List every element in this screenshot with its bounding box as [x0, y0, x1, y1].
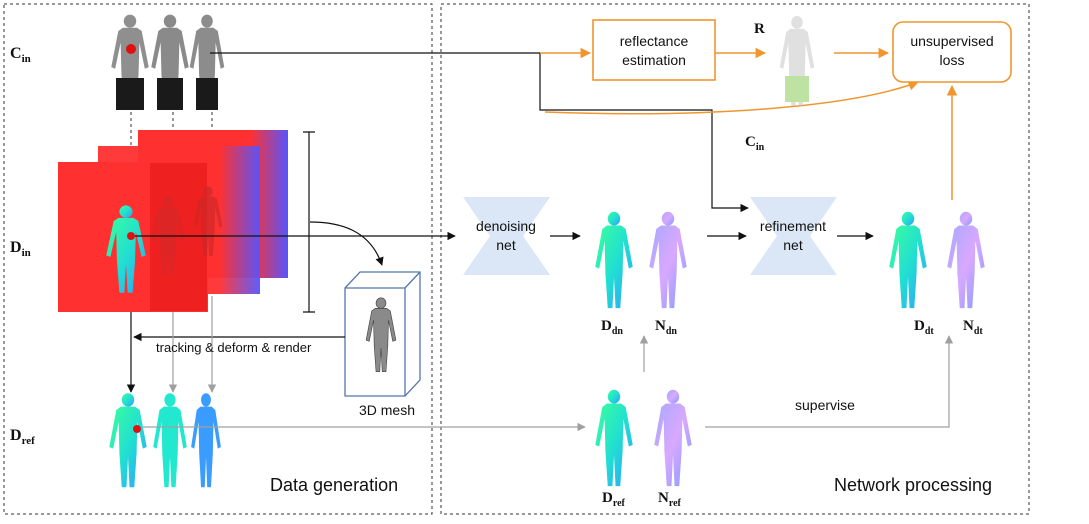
mesh-label: 3D mesh [359, 402, 415, 418]
label-d-dt: Ddt [914, 318, 934, 337]
panel-title-data-generation: Data generation [270, 475, 398, 495]
reference-output-figures [595, 389, 692, 487]
refined-output-figures [889, 211, 985, 309]
reflectance-figure [779, 15, 815, 106]
tracked-point-marker [126, 44, 136, 54]
tracking-label: tracking & deform & render [156, 340, 312, 355]
label-d-ref: Dref [10, 427, 35, 447]
input-depth-frames [58, 130, 288, 312]
panel-title-network-processing: Network processing [834, 475, 992, 495]
data-generation-panel [3, 3, 433, 515]
network-processing-panel [440, 3, 1030, 515]
mesh-cube [344, 271, 421, 397]
supervise-arrow [705, 335, 954, 428]
label-r: R [754, 21, 765, 37]
refine-label-2: net [783, 237, 803, 253]
reference-depth-figures [109, 393, 221, 488]
loss-label-1: unsupervised [910, 33, 993, 49]
reflectance-label-2: estimation [622, 52, 686, 68]
reflectance-estimation-box [592, 19, 716, 81]
denoise-label-1: denoising [476, 218, 536, 234]
label-n-dt: Ndt [963, 318, 983, 337]
denoising-net-shape [463, 197, 550, 275]
arrow-to-mesh [309, 221, 384, 266]
c-in-to-refinement-arrow [539, 53, 749, 213]
label-n-ref: Nref [658, 490, 682, 509]
label-d-dn: Ddn [601, 318, 623, 337]
label-n-dn: Ndn [655, 318, 677, 337]
label-d-in: Din [10, 239, 31, 259]
refine-label-1: refinement [760, 218, 826, 234]
unsupervised-loss-box [892, 21, 1012, 83]
input-color-photos [111, 14, 225, 110]
loss-label-2: loss [940, 52, 965, 68]
denoise-label-2: net [496, 237, 516, 253]
label-c-in: Cin [10, 45, 31, 65]
refinement-net-shape [750, 197, 837, 275]
label-d-ref-mid: Dref [602, 490, 626, 509]
label-c-in-mid: Cin [745, 134, 765, 153]
reflectance-label-1: reflectance [620, 33, 689, 49]
frame-bracket [303, 131, 315, 313]
denoised-output-figures [595, 211, 687, 309]
c-in-to-loss-arrow [544, 80, 919, 115]
supervise-label: supervise [795, 397, 855, 413]
